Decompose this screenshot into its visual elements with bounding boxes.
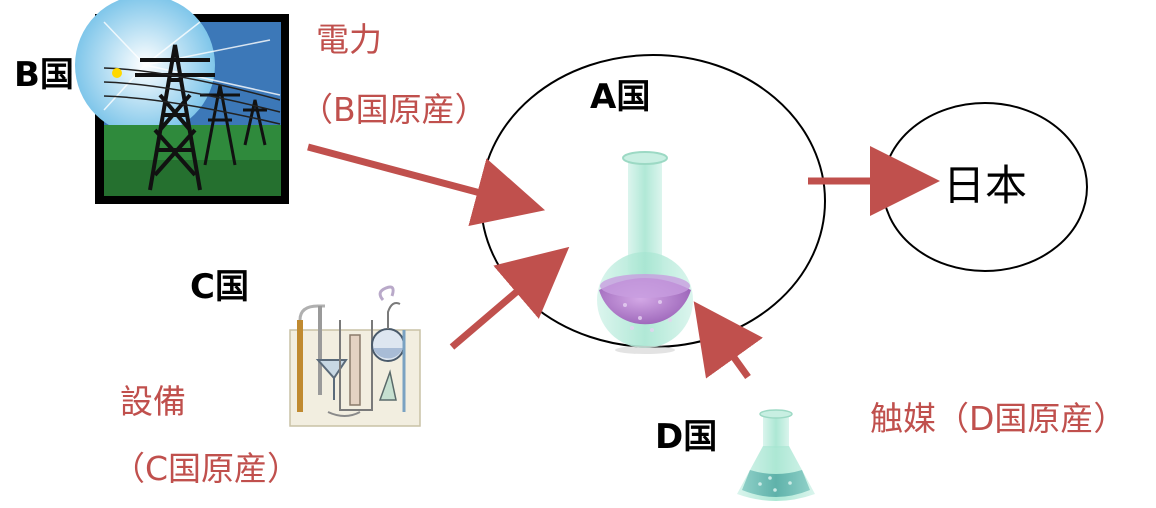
country-c-label: C国 (190, 267, 249, 307)
equipment-origin: （C国原産） (112, 449, 301, 488)
catalyst-label: 触媒（D国原産） (870, 399, 1127, 438)
lab-equipment-icon (289, 285, 421, 427)
power-tower-icon (75, 0, 289, 204)
power-origin: （B国原産） (300, 90, 488, 129)
country-a-label: A国 (590, 77, 651, 117)
equipment-title: 設備 (120, 382, 186, 421)
power-title: 電力 (316, 20, 382, 59)
country-b-label: B国 (14, 55, 74, 95)
erlenmeyer-flask-icon (737, 409, 815, 501)
country-d-label: D国 (655, 417, 718, 457)
japan-label: 日本 (943, 161, 1028, 210)
power-arrow (307, 143, 546, 226)
round-flask-icon (597, 151, 693, 354)
equipment-arrow (449, 246, 570, 350)
catalyst-arrow (693, 301, 763, 380)
